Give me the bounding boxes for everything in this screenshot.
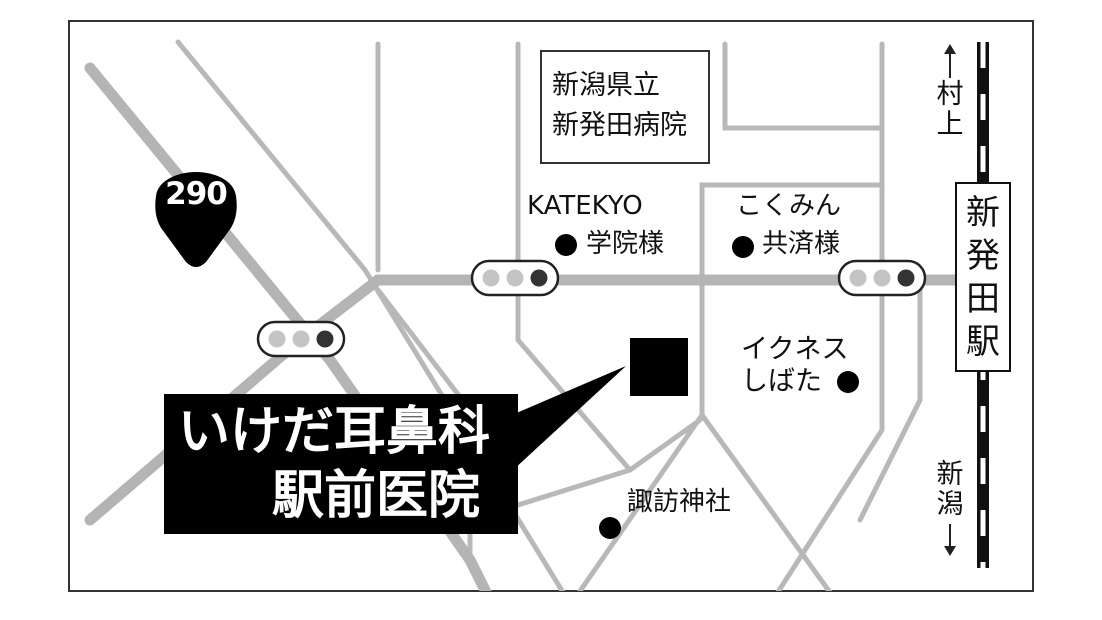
signal-light xyxy=(849,269,867,287)
clinic-name-line1: いけだ耳鼻科 xyxy=(178,402,491,462)
kokumin-label-2: 共済様 xyxy=(762,229,841,259)
signal-light xyxy=(482,269,500,287)
hospital-name-line2: 新発田病院 xyxy=(552,110,687,141)
north-arrow-icon xyxy=(944,44,956,78)
road-lower-diag xyxy=(699,412,833,591)
suwa-dot-icon xyxy=(599,517,621,539)
signal-light xyxy=(268,330,286,348)
kokumin-dot-icon xyxy=(732,236,754,258)
south-direction-label: 新 潟 xyxy=(936,459,964,520)
katekyo-dot-icon xyxy=(555,234,577,256)
signal-light xyxy=(506,269,524,287)
station-char: 発 xyxy=(966,236,1000,276)
suwa-shrine-label: 諏訪神社 xyxy=(627,487,732,517)
road-v-mid xyxy=(515,41,633,473)
clinic-callout: いけだ耳鼻科 駅前医院 xyxy=(164,394,518,534)
route-number-label: 290 xyxy=(165,176,228,212)
road-se xyxy=(857,282,923,523)
signal-light xyxy=(530,269,548,287)
station-char: 新 xyxy=(966,193,1000,233)
ikunesu-dot-icon xyxy=(837,371,859,393)
traffic-signal-2 xyxy=(470,259,560,297)
traffic-signal-3 xyxy=(837,259,927,297)
station-char: 田 xyxy=(966,279,1000,319)
katekyo-label-2: 学院様 xyxy=(586,229,665,259)
south-arrow-icon xyxy=(944,524,956,556)
kokumin-label: こくみん xyxy=(736,191,842,221)
signal-light xyxy=(316,330,334,348)
hospital-box: 新潟県立 新発田病院 xyxy=(540,50,710,164)
ikunesu-label: イクネス xyxy=(741,334,849,365)
signal-light xyxy=(292,330,310,348)
ikunesu-label-2: しばた xyxy=(741,366,822,397)
signal-light xyxy=(897,269,915,287)
signal-light xyxy=(873,269,891,287)
road-block-loop xyxy=(699,182,885,281)
road-hospital-east xyxy=(722,41,885,131)
clinic-name-line2: 駅前医院 xyxy=(272,466,481,526)
station-sign: 新 発 田 駅 xyxy=(955,182,1011,372)
road-v-right xyxy=(775,41,885,591)
callout-pointer xyxy=(500,366,626,482)
north-direction-label: 村 上 xyxy=(936,79,964,140)
road-lower-cross xyxy=(467,417,703,523)
clinic-marker-icon xyxy=(630,338,688,396)
station-char: 駅 xyxy=(966,322,1000,362)
traffic-signal-1 xyxy=(256,320,346,358)
hospital-name-line1: 新潟県立 xyxy=(552,70,660,101)
katekyo-label: KATEKYO xyxy=(527,191,643,221)
route-shield-icon xyxy=(155,172,237,267)
